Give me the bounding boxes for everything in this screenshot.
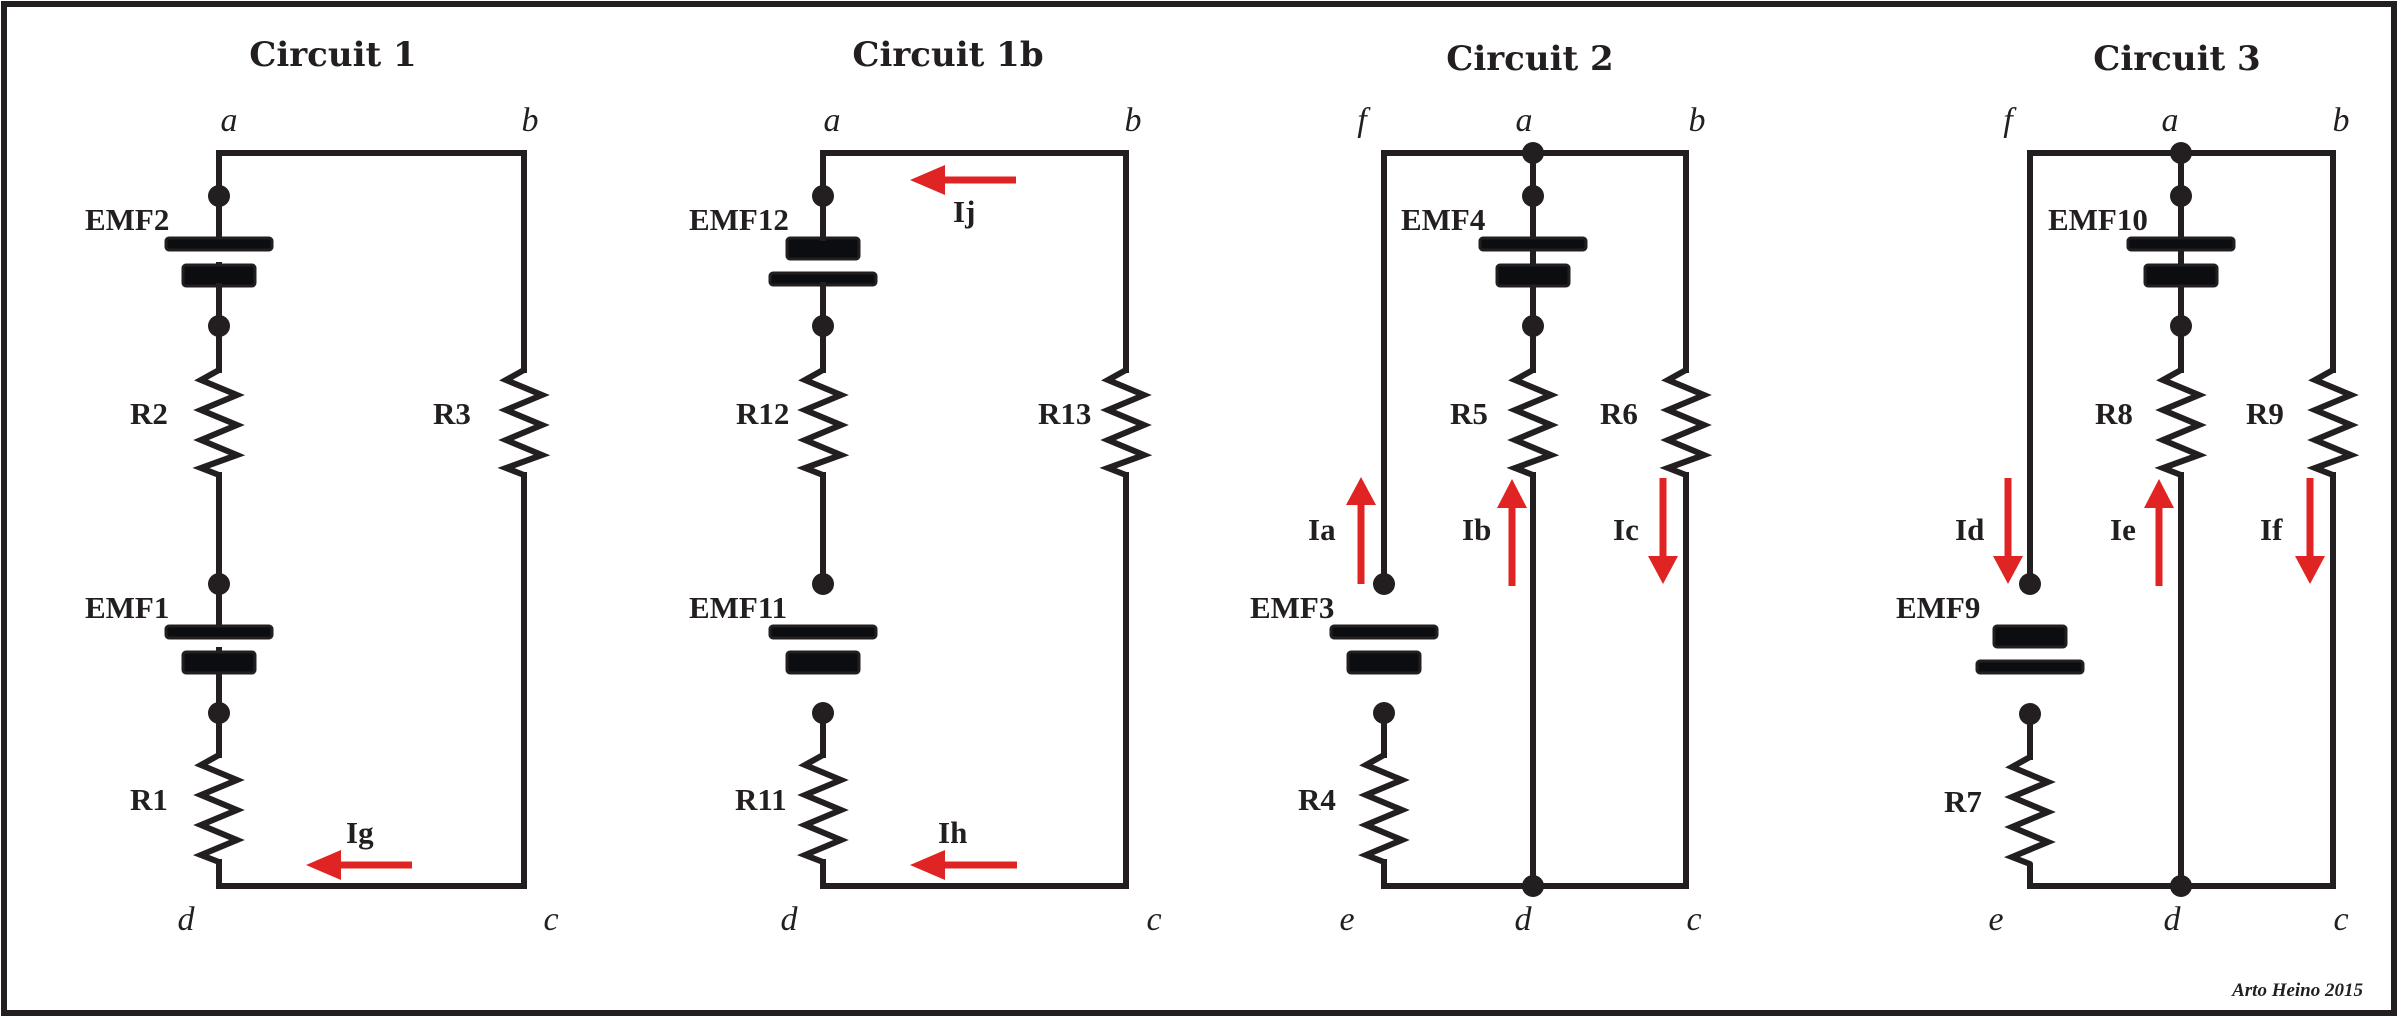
resistor-r7 <box>2003 754 2056 867</box>
circuit-title: Circuit 2 <box>1446 39 1613 79</box>
component-label-emf10: EMF10 <box>2048 202 2148 237</box>
component-label-r9: R9 <box>2246 396 2284 431</box>
resistor-r13 <box>1099 367 1153 478</box>
component-label-r7: R7 <box>1944 784 1982 819</box>
node-label-c: c <box>543 901 558 938</box>
node-label-d: d <box>2164 901 2182 938</box>
circuit-title: Circuit 1 <box>249 35 416 75</box>
node-label-d: d <box>1515 901 1533 938</box>
resistor-r5 <box>1506 367 1560 478</box>
component-label-emf3: EMF3 <box>1250 590 1334 625</box>
node-label-c: c <box>1146 901 1161 938</box>
component-label-emf9: EMF9 <box>1896 590 1980 625</box>
node-label-a: a <box>824 102 841 139</box>
component-label-r12: R12 <box>736 396 789 431</box>
node-label-e: e <box>1339 901 1354 938</box>
current-label-ij: Ij <box>953 194 975 229</box>
current-arrow-ij <box>910 165 1016 195</box>
component-label-emf4: EMF4 <box>1401 202 1485 237</box>
battery-emf12 <box>768 185 878 337</box>
component-label-r8: R8 <box>2095 396 2133 431</box>
node-label-b: b <box>2333 102 2350 139</box>
component-label-emf2: EMF2 <box>85 202 169 237</box>
node-label-a: a <box>221 102 238 139</box>
author-credit: Arto Heino 2015 <box>2231 980 2363 1001</box>
node-label-a: a <box>2162 102 2179 139</box>
component-label-r5: R5 <box>1450 396 1488 431</box>
current-arrow-ig <box>306 850 412 880</box>
component-label-emf12: EMF12 <box>689 202 789 237</box>
battery-emf10 <box>2126 185 2236 337</box>
component-label-emf11: EMF11 <box>689 590 787 625</box>
battery-emf11 <box>768 573 878 724</box>
current-arrow-ih <box>910 850 1017 880</box>
resistor-r11 <box>796 752 849 865</box>
node-label-a: a <box>1516 102 1533 139</box>
node-label-b: b <box>522 102 539 139</box>
component-label-r2: R2 <box>130 396 168 431</box>
circuit-title: Circuit 1b <box>852 35 1043 75</box>
node-label-c: c <box>2333 901 2348 938</box>
junction-d <box>2170 875 2192 897</box>
junction-a <box>1522 142 1544 164</box>
current-label-ib: Ib <box>1462 512 1491 547</box>
node-label-b: b <box>1125 102 1142 139</box>
component-label-r13: R13 <box>1038 396 1091 431</box>
battery-emf1 <box>164 573 274 724</box>
resistor-r4 <box>1357 752 1410 865</box>
current-label-ia: Ia <box>1308 512 1336 547</box>
current-arrow-ic <box>1648 478 1678 584</box>
node-label-d: d <box>781 901 799 938</box>
node-label-c: c <box>1686 901 1701 938</box>
circuit-1: Circuit 1 a b d c EMF2 R2 EMF1 R <box>85 35 559 938</box>
battery-emf9 <box>1975 573 2085 725</box>
component-label-emf1: EMF1 <box>85 590 169 625</box>
resistor-r1 <box>192 752 245 865</box>
junction-d <box>1522 875 1544 897</box>
circuit-3: Circuit 3 f a b e d c EMF10 R8 R9 <box>1896 39 2360 938</box>
resistor-r3 <box>497 367 551 478</box>
battery-emf2 <box>164 185 274 337</box>
current-label-if: If <box>2260 512 2283 547</box>
component-label-r3: R3 <box>433 396 471 431</box>
junction-a <box>2170 142 2192 164</box>
current-label-id: Id <box>1955 512 1984 547</box>
battery-emf4 <box>1478 185 1588 337</box>
node-label-e: e <box>1988 901 2003 938</box>
current-arrow-ia <box>1346 477 1376 584</box>
circuit-1b: Circuit 1b a b d c EMF12 R12 EMF11 R11 R… <box>689 35 1162 938</box>
circuit-title: Circuit 3 <box>2093 39 2260 79</box>
component-label-r6: R6 <box>1600 396 1638 431</box>
current-label-ie: Ie <box>2110 512 2136 547</box>
resistor-r8 <box>2154 367 2208 478</box>
current-arrow-id <box>1993 478 2023 584</box>
current-label-ig: Ig <box>346 815 374 850</box>
node-label-b: b <box>1689 102 1706 139</box>
component-label-r4: R4 <box>1298 782 1336 817</box>
current-arrow-ie <box>2144 479 2174 586</box>
circuit-2: Circuit 2 f a b e d c EMF4 R5 R6 <box>1250 39 1713 938</box>
current-label-ih: Ih <box>938 815 967 850</box>
component-label-r1: R1 <box>130 782 168 817</box>
current-arrow-ib <box>1497 479 1527 586</box>
current-arrow-if <box>2295 478 2325 584</box>
resistor-r2 <box>192 367 246 478</box>
resistor-r12 <box>796 367 850 478</box>
resistor-r9 <box>2306 367 2360 478</box>
current-label-ic: Ic <box>1613 512 1639 547</box>
battery-emf3 <box>1329 573 1439 724</box>
node-label-d: d <box>178 901 196 938</box>
component-label-r11: R11 <box>735 782 787 817</box>
resistor-r6 <box>1659 367 1713 478</box>
